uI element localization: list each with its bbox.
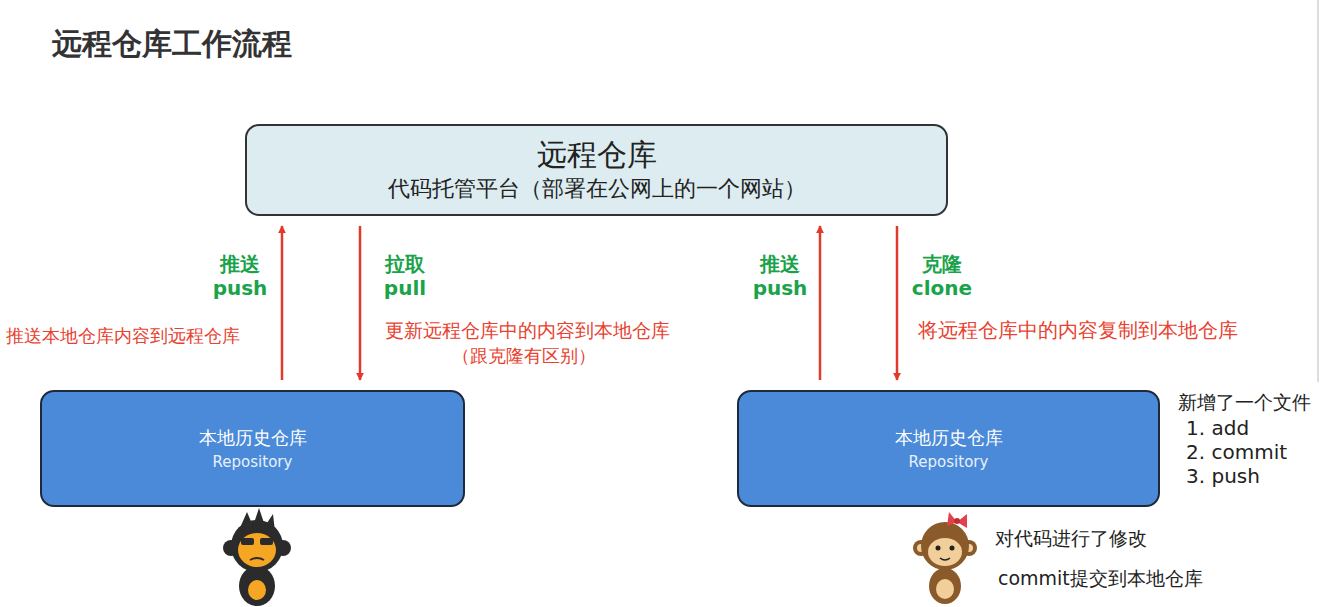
node-title: 远程仓库 <box>537 136 657 174</box>
local-repo-box: 本地历史仓库Repository <box>737 390 1160 507</box>
flow-arrow <box>281 226 284 380</box>
note: 新增了一个文件 <box>1178 390 1311 414</box>
node-subtitle: 代码托管平台（部署在公网上的一个网站） <box>388 174 806 204</box>
edge-label: 推送 push <box>748 252 812 300</box>
monkey-figure <box>913 512 977 604</box>
node-title: 本地历史仓库 <box>895 425 1003 451</box>
flow-arrow <box>819 226 822 380</box>
flow-arrow <box>359 226 362 380</box>
edge-note: （跟克隆有区别） <box>452 344 596 368</box>
title: 远程仓库工作流程 <box>52 24 292 65</box>
frame-line <box>1318 0 1319 382</box>
node-subtitle: Repository <box>909 451 989 473</box>
remote-repo-box: 远程仓库代码托管平台（部署在公网上的一个网站） <box>245 124 948 216</box>
edge-note: 推送本地仓库内容到远程仓库 <box>6 324 240 348</box>
note: commit提交到本地仓库 <box>998 566 1203 590</box>
step-item: 2. commit <box>1186 440 1287 464</box>
flow-arrow <box>896 226 899 380</box>
monkey-figure <box>223 508 291 606</box>
note: 对代码进行了修改 <box>995 526 1147 550</box>
node-subtitle: Repository <box>213 451 293 473</box>
edge-label: 拉取 pull <box>373 252 437 300</box>
edge-note: 将远程仓库中的内容复制到本地仓库 <box>918 318 1238 342</box>
edge-note: 更新远程仓库中的内容到本地仓库 <box>385 318 670 342</box>
step-item: 3. push <box>1186 464 1260 488</box>
node-title: 本地历史仓库 <box>199 425 307 451</box>
local-repo-box: 本地历史仓库Repository <box>40 390 465 507</box>
edge-label: 克隆 clone <box>910 252 974 300</box>
edge-label: 推送 push <box>208 252 272 300</box>
step-item: 1. add <box>1186 416 1249 440</box>
